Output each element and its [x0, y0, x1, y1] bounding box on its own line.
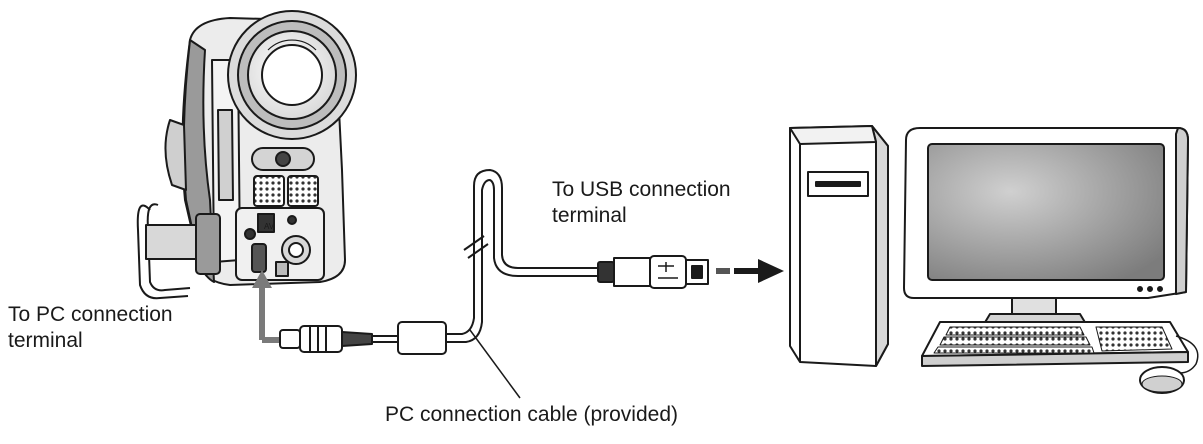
label-pc-connection-terminal: To PC connection terminal: [8, 302, 173, 354]
pc-connection-terminal: [251, 243, 267, 273]
label-pc-terminal-line1: To PC connection: [8, 303, 173, 326]
av-terminal-marking: AV: [264, 222, 275, 231]
ferrite-core: [397, 321, 447, 355]
pc-connection-cable: [279, 169, 709, 355]
label-pc-terminal-line2: terminal: [8, 329, 83, 352]
cable-leader-line: [469, 329, 521, 399]
label-cable-text: PC connection cable (provided): [385, 403, 678, 426]
keyboard: [921, 321, 1199, 394]
label-usb-terminal-line2: terminal: [552, 204, 627, 227]
usb-a-plug: [649, 255, 687, 289]
speaker-grill-left: [253, 175, 285, 207]
mini-usb-plug: [279, 329, 301, 349]
insert-direction-arrow-icon: [716, 259, 784, 283]
label-usb-terminal-line1: To USB connection: [552, 178, 731, 201]
label-usb-connection-terminal: To USB connection terminal: [552, 177, 731, 229]
monitor: [903, 127, 1189, 325]
pc-tower: [789, 125, 889, 367]
camcorder: [136, 10, 357, 300]
monitor-screen: [927, 143, 1165, 281]
speaker-grill-right: [287, 175, 319, 207]
usb-plug-strain-relief: [597, 261, 615, 283]
label-pc-connection-cable: PC connection cable (provided): [385, 402, 678, 428]
